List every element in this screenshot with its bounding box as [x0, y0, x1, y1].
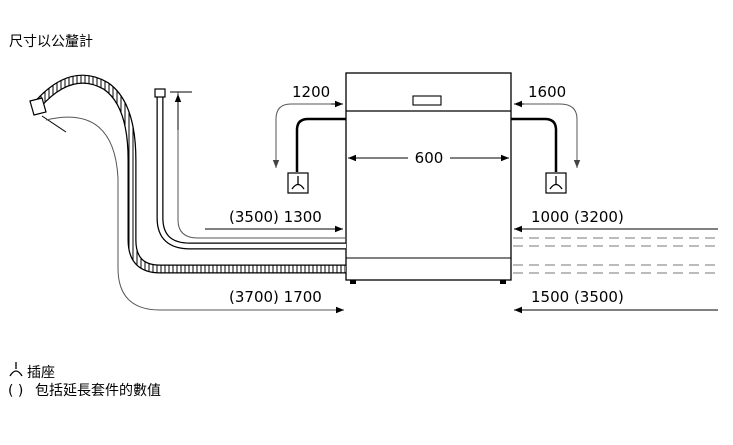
supply-hose-fill	[157, 96, 346, 249]
right-cable-length: 1600	[528, 83, 566, 101]
left-cable-arrow	[272, 103, 333, 168]
supply-guide-line	[177, 92, 345, 239]
dishwasher-outline	[345, 72, 512, 281]
left-middle-length: (3500) 1300	[229, 208, 322, 226]
right-power-cable: 1600	[511, 83, 581, 194]
legend: 插座 ( ) 包括延長套件的數值	[8, 362, 161, 399]
right-bottom-length: 1500 (3500)	[531, 288, 624, 306]
right-dashed-extension	[513, 237, 718, 274]
right-middle-length: 1000 (3200)	[531, 208, 624, 226]
drain-end-line	[41, 115, 67, 133]
supply-hose	[154, 88, 346, 250]
socket-legend-icon	[9, 362, 23, 377]
paren-legend-label: 包括延長套件的數值	[35, 383, 161, 399]
left-cable-length: 1200	[292, 83, 330, 101]
drain-hose	[29, 74, 346, 314]
width-label: 600	[415, 149, 444, 167]
dishwasher-unit	[345, 72, 512, 284]
foot-right	[500, 280, 506, 284]
tap-connector	[154, 88, 166, 98]
left-power-cable: 1200	[272, 83, 346, 194]
left-bottom-length: (3700) 1700	[229, 288, 322, 306]
drain-guide-line	[45, 116, 344, 314]
right-socket-icon	[545, 172, 567, 194]
paren-legend-symbol: ( )	[8, 383, 23, 399]
drain-hose-ribs	[35, 75, 346, 273]
foot-left	[350, 280, 356, 284]
left-cable-line	[295, 117, 346, 172]
door-handle	[412, 95, 442, 106]
page-title: 尺寸以公釐計	[9, 34, 93, 50]
width-dimension: 600	[348, 149, 509, 167]
right-cable-arrow	[521, 103, 581, 168]
drain-hose-end	[29, 97, 47, 116]
socket-legend-label: 插座	[27, 365, 55, 381]
right-cable-line	[511, 117, 558, 172]
left-socket-icon	[287, 172, 309, 194]
